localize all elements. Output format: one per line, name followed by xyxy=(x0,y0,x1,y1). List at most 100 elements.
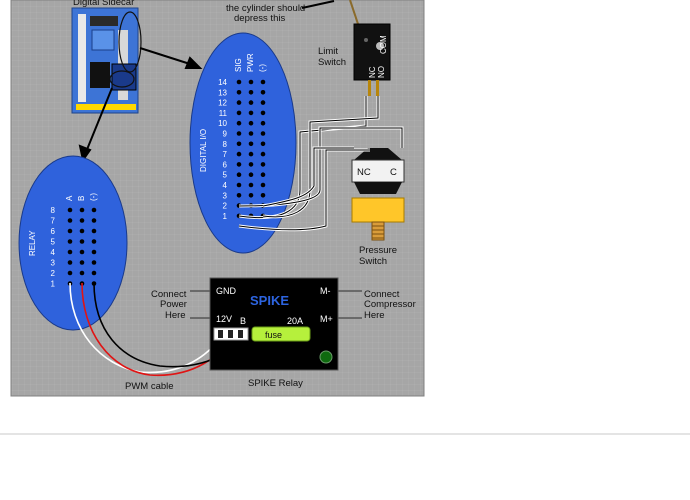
connect-power-line1: Connect xyxy=(151,289,187,300)
relay-pin xyxy=(67,207,73,213)
digital-io-oval xyxy=(189,32,297,254)
relay-pin xyxy=(79,270,85,276)
digital-io-pin xyxy=(260,141,266,147)
pwm-cable-label: PWM cable xyxy=(125,381,174,392)
spike-m-plus-label: M+ xyxy=(320,314,333,324)
digital-io-pin xyxy=(248,182,254,188)
digital-io-pin xyxy=(248,131,254,136)
digital-io-pin xyxy=(236,100,242,105)
digital-io-row-label: 7 xyxy=(223,150,228,159)
relay-col-b: B xyxy=(77,196,86,201)
relay-pin xyxy=(91,207,97,213)
digital-io-pin xyxy=(248,172,254,177)
digital-io-pin xyxy=(260,100,266,105)
spike-gnd-label: GND xyxy=(216,286,237,296)
relay-col-gnd: (-) xyxy=(89,193,98,201)
spike-title: SPIKE xyxy=(250,293,289,308)
digital-io-row-label: 8 xyxy=(223,140,228,149)
digital-io-pin xyxy=(248,100,254,105)
digital-io-row-label: 6 xyxy=(223,160,228,169)
digital-io-pin xyxy=(248,79,254,85)
sidecar-arrows xyxy=(78,47,203,163)
digital-io-pin xyxy=(260,90,266,95)
digital-io-col-gnd: (-) xyxy=(258,64,267,72)
digital-sidecar-board xyxy=(71,7,142,114)
relay-title: RELAY xyxy=(28,230,37,256)
connect-power-line3: Here xyxy=(165,310,186,321)
relay-row-label: 1 xyxy=(51,280,56,289)
cylinder-note-line2: depress this xyxy=(234,13,285,24)
connect-compressor-line2: Compressor xyxy=(364,299,416,310)
relay-pin xyxy=(79,207,85,213)
relay-pin xyxy=(91,260,97,265)
digital-io-pin xyxy=(236,193,242,198)
relay-pin xyxy=(67,218,73,223)
digital-io-pin xyxy=(260,79,266,85)
pressure-switch-label-1: Pressure xyxy=(359,245,397,256)
digital-io-pin xyxy=(236,79,242,85)
spike-relay xyxy=(209,277,339,371)
digital-io-row-label: 2 xyxy=(223,202,228,211)
relay-row-label: 2 xyxy=(51,269,56,278)
spike-b-label: B xyxy=(240,316,246,326)
limit-switch-label-1: Limit xyxy=(318,46,338,57)
cylinder-note-line1: the cylinder should xyxy=(226,3,305,14)
digital-io-pin xyxy=(236,151,242,157)
power-leads xyxy=(190,290,362,319)
limit-no-label: NO xyxy=(377,66,386,78)
spike-relay-label: SPIKE Relay xyxy=(248,378,303,389)
digital-io-pin xyxy=(260,193,266,198)
relay-pin xyxy=(79,249,85,255)
relay-pin xyxy=(67,228,73,234)
digital-io-pin xyxy=(260,162,266,167)
signal-wires xyxy=(238,96,404,232)
relay-row-label: 5 xyxy=(51,238,56,247)
pressure-c-label: C xyxy=(390,167,397,178)
relay-pin xyxy=(91,249,97,255)
digital-io-row-label: 10 xyxy=(218,119,227,128)
relay-pin xyxy=(67,249,73,255)
spike-20a-label: 20A xyxy=(287,316,303,326)
digital-io-pin xyxy=(248,193,254,198)
relay-pin xyxy=(67,239,73,244)
relay-pin xyxy=(91,270,97,276)
relay-oval xyxy=(18,155,128,331)
digital-io-pin xyxy=(236,141,242,147)
spike-12v-label: 12V xyxy=(216,314,232,324)
digital-io-row-label: 4 xyxy=(223,181,228,190)
relay-pin xyxy=(91,218,97,223)
relay-pin xyxy=(67,260,73,265)
digital-io-title: DIGITAL I/O xyxy=(199,129,208,172)
relay-row-label: 8 xyxy=(51,206,56,215)
digital-io-pin xyxy=(236,131,242,136)
digital-io-pin xyxy=(236,172,242,177)
relay-pin xyxy=(79,239,85,244)
relay-row-label: 7 xyxy=(51,217,56,226)
connect-compressor-line1: Connect xyxy=(364,289,400,300)
limit-switch xyxy=(353,23,391,96)
digital-io-pin xyxy=(248,162,254,167)
spike-fuse-label: fuse xyxy=(265,330,282,340)
digital-io-pin xyxy=(236,162,242,167)
cylinder-arrow xyxy=(301,0,359,25)
pressure-switch xyxy=(351,148,405,241)
digital-io-pin xyxy=(248,90,254,95)
digital-io-pin xyxy=(260,110,266,116)
limit-com-label: COM xyxy=(379,35,388,54)
digital-io-pin xyxy=(260,131,266,136)
limit-switch-label-2: Switch xyxy=(318,57,346,68)
relay-col-a: A xyxy=(65,195,74,201)
digital-io-pin xyxy=(248,151,254,157)
connect-compressor-line3: Here xyxy=(364,310,385,321)
digital-io-pin xyxy=(248,110,254,116)
relay-row-label: 6 xyxy=(51,227,56,236)
digital-io-pin xyxy=(236,120,242,126)
digital-io-pin xyxy=(260,120,266,126)
relay-pin xyxy=(79,218,85,223)
digital-io-pin xyxy=(260,182,266,188)
spike-m-minus-label: M- xyxy=(320,286,331,296)
digital-io-row-label: 9 xyxy=(223,130,228,139)
relay-pin xyxy=(91,228,97,234)
